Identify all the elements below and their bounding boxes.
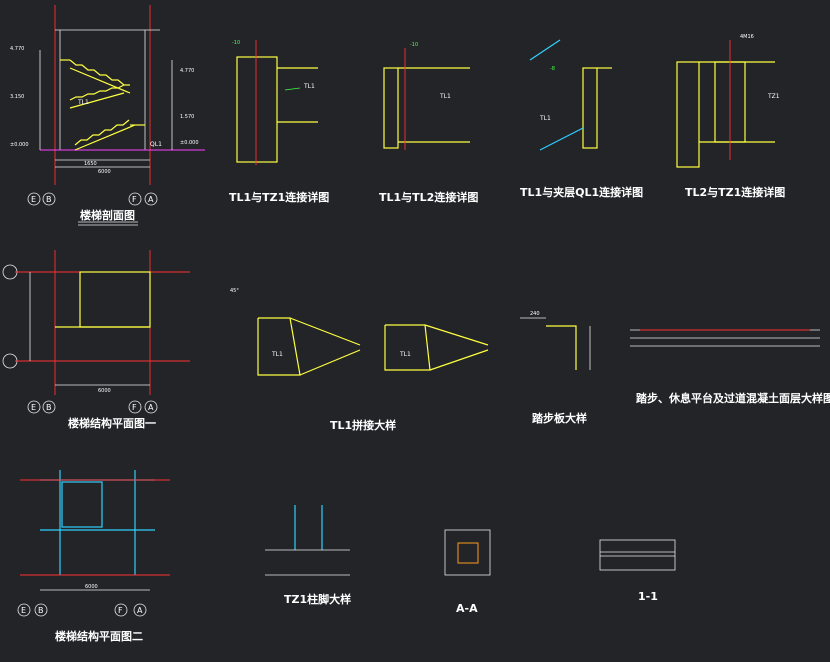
svg-text:TL1: TL1 [271,351,283,358]
title-1-1: 1-1 [638,590,658,603]
svg-text:TL1: TL1 [539,115,551,122]
axis-bubbles-section: E B F A [27,192,158,206]
detail-section-1-1 [599,539,676,571]
svg-text:-8: -8 [550,66,555,72]
svg-text:1650: 1650 [84,161,97,167]
svg-text:F: F [132,403,137,412]
svg-text:-10: -10 [410,42,418,48]
svg-text:1.570: 1.570 [180,114,194,120]
svg-text:4.770: 4.770 [10,46,24,52]
plan-1-view: 6000 [2,250,190,395]
svg-text:±0.000: ±0.000 [180,140,199,146]
title-plan-1: 楼梯结构平面图一 [68,416,156,430]
svg-text:-10: -10 [232,40,240,46]
svg-text:TL1: TL1 [303,83,315,90]
svg-text:6000: 6000 [98,169,111,175]
detail-tl1-splice: TL1 TL1 45° [230,288,489,376]
svg-text:45°: 45° [230,288,239,294]
detail-tl1-tl2: -10 TL1 [383,42,470,150]
title-tread: 踏步板大样 [532,411,587,425]
axis-bubbles-plan2: E B F A [17,603,147,617]
svg-text:4.770: 4.770 [180,68,194,74]
detail-slab-topping [630,329,820,347]
svg-text:E: E [31,403,36,412]
svg-text:TZ1: TZ1 [767,93,780,100]
svg-text:F: F [118,606,123,615]
title-aa: A-A [456,602,478,615]
title-plan-2: 楼梯结构平面图二 [55,629,143,643]
detail-tl1-tz1: -10 TL1 [232,40,318,165]
svg-text:F: F [132,195,137,204]
title-tl1-tl2: TL1与TL2连接详图 [379,190,478,204]
stair-section-view: 1650 6000 4.770 3.150 ±0.000 4.770 1.570… [10,5,205,185]
svg-text:B: B [46,195,52,204]
title-tl1-tz1: TL1与TZ1连接详图 [229,190,329,204]
svg-text:QL1: QL1 [150,141,162,148]
svg-text:6000: 6000 [85,584,98,590]
title-stair-section: 楼梯剖面图 [80,208,135,222]
detail-tl1-ql1: -8 TL1 [529,39,612,151]
title-tl2-tz1: TL2与TZ1连接详图 [685,185,785,199]
svg-text:B: B [46,403,52,412]
title-tl1-ql1: TL1与夹层QL1连接详图 [520,185,643,199]
svg-text:E: E [21,606,26,615]
svg-text:TL1: TL1 [399,351,411,358]
plan-2-view: 6000 [20,470,170,591]
svg-text:A: A [148,403,154,412]
svg-text:A: A [148,195,154,204]
svg-text:4M16: 4M16 [740,34,754,40]
title-slab-detail: 踏步、休息平台及过道混凝土面层大样图 [636,391,830,405]
svg-text:A: A [137,606,143,615]
svg-text:6000: 6000 [98,388,111,394]
title-tz1-base: TZ1柱脚大样 [284,592,351,606]
svg-text:±0.000: ±0.000 [10,142,29,148]
svg-text:TL1: TL1 [439,93,451,100]
svg-text:240: 240 [530,311,540,317]
svg-text:TL1: TL1 [77,99,89,106]
title-tl1-splice: TL1拼接大样 [330,418,396,432]
detail-tz1-base [265,505,350,576]
svg-text:B: B [38,606,44,615]
svg-text:E: E [31,195,36,204]
svg-text:3.150: 3.150 [10,94,24,100]
detail-section-aa [444,529,491,576]
detail-tread-plate: 240 [520,311,591,370]
axis-bubbles-plan1: E B F A [27,400,158,414]
detail-tl2-tz1: 4M16 TZ1 [676,34,780,168]
